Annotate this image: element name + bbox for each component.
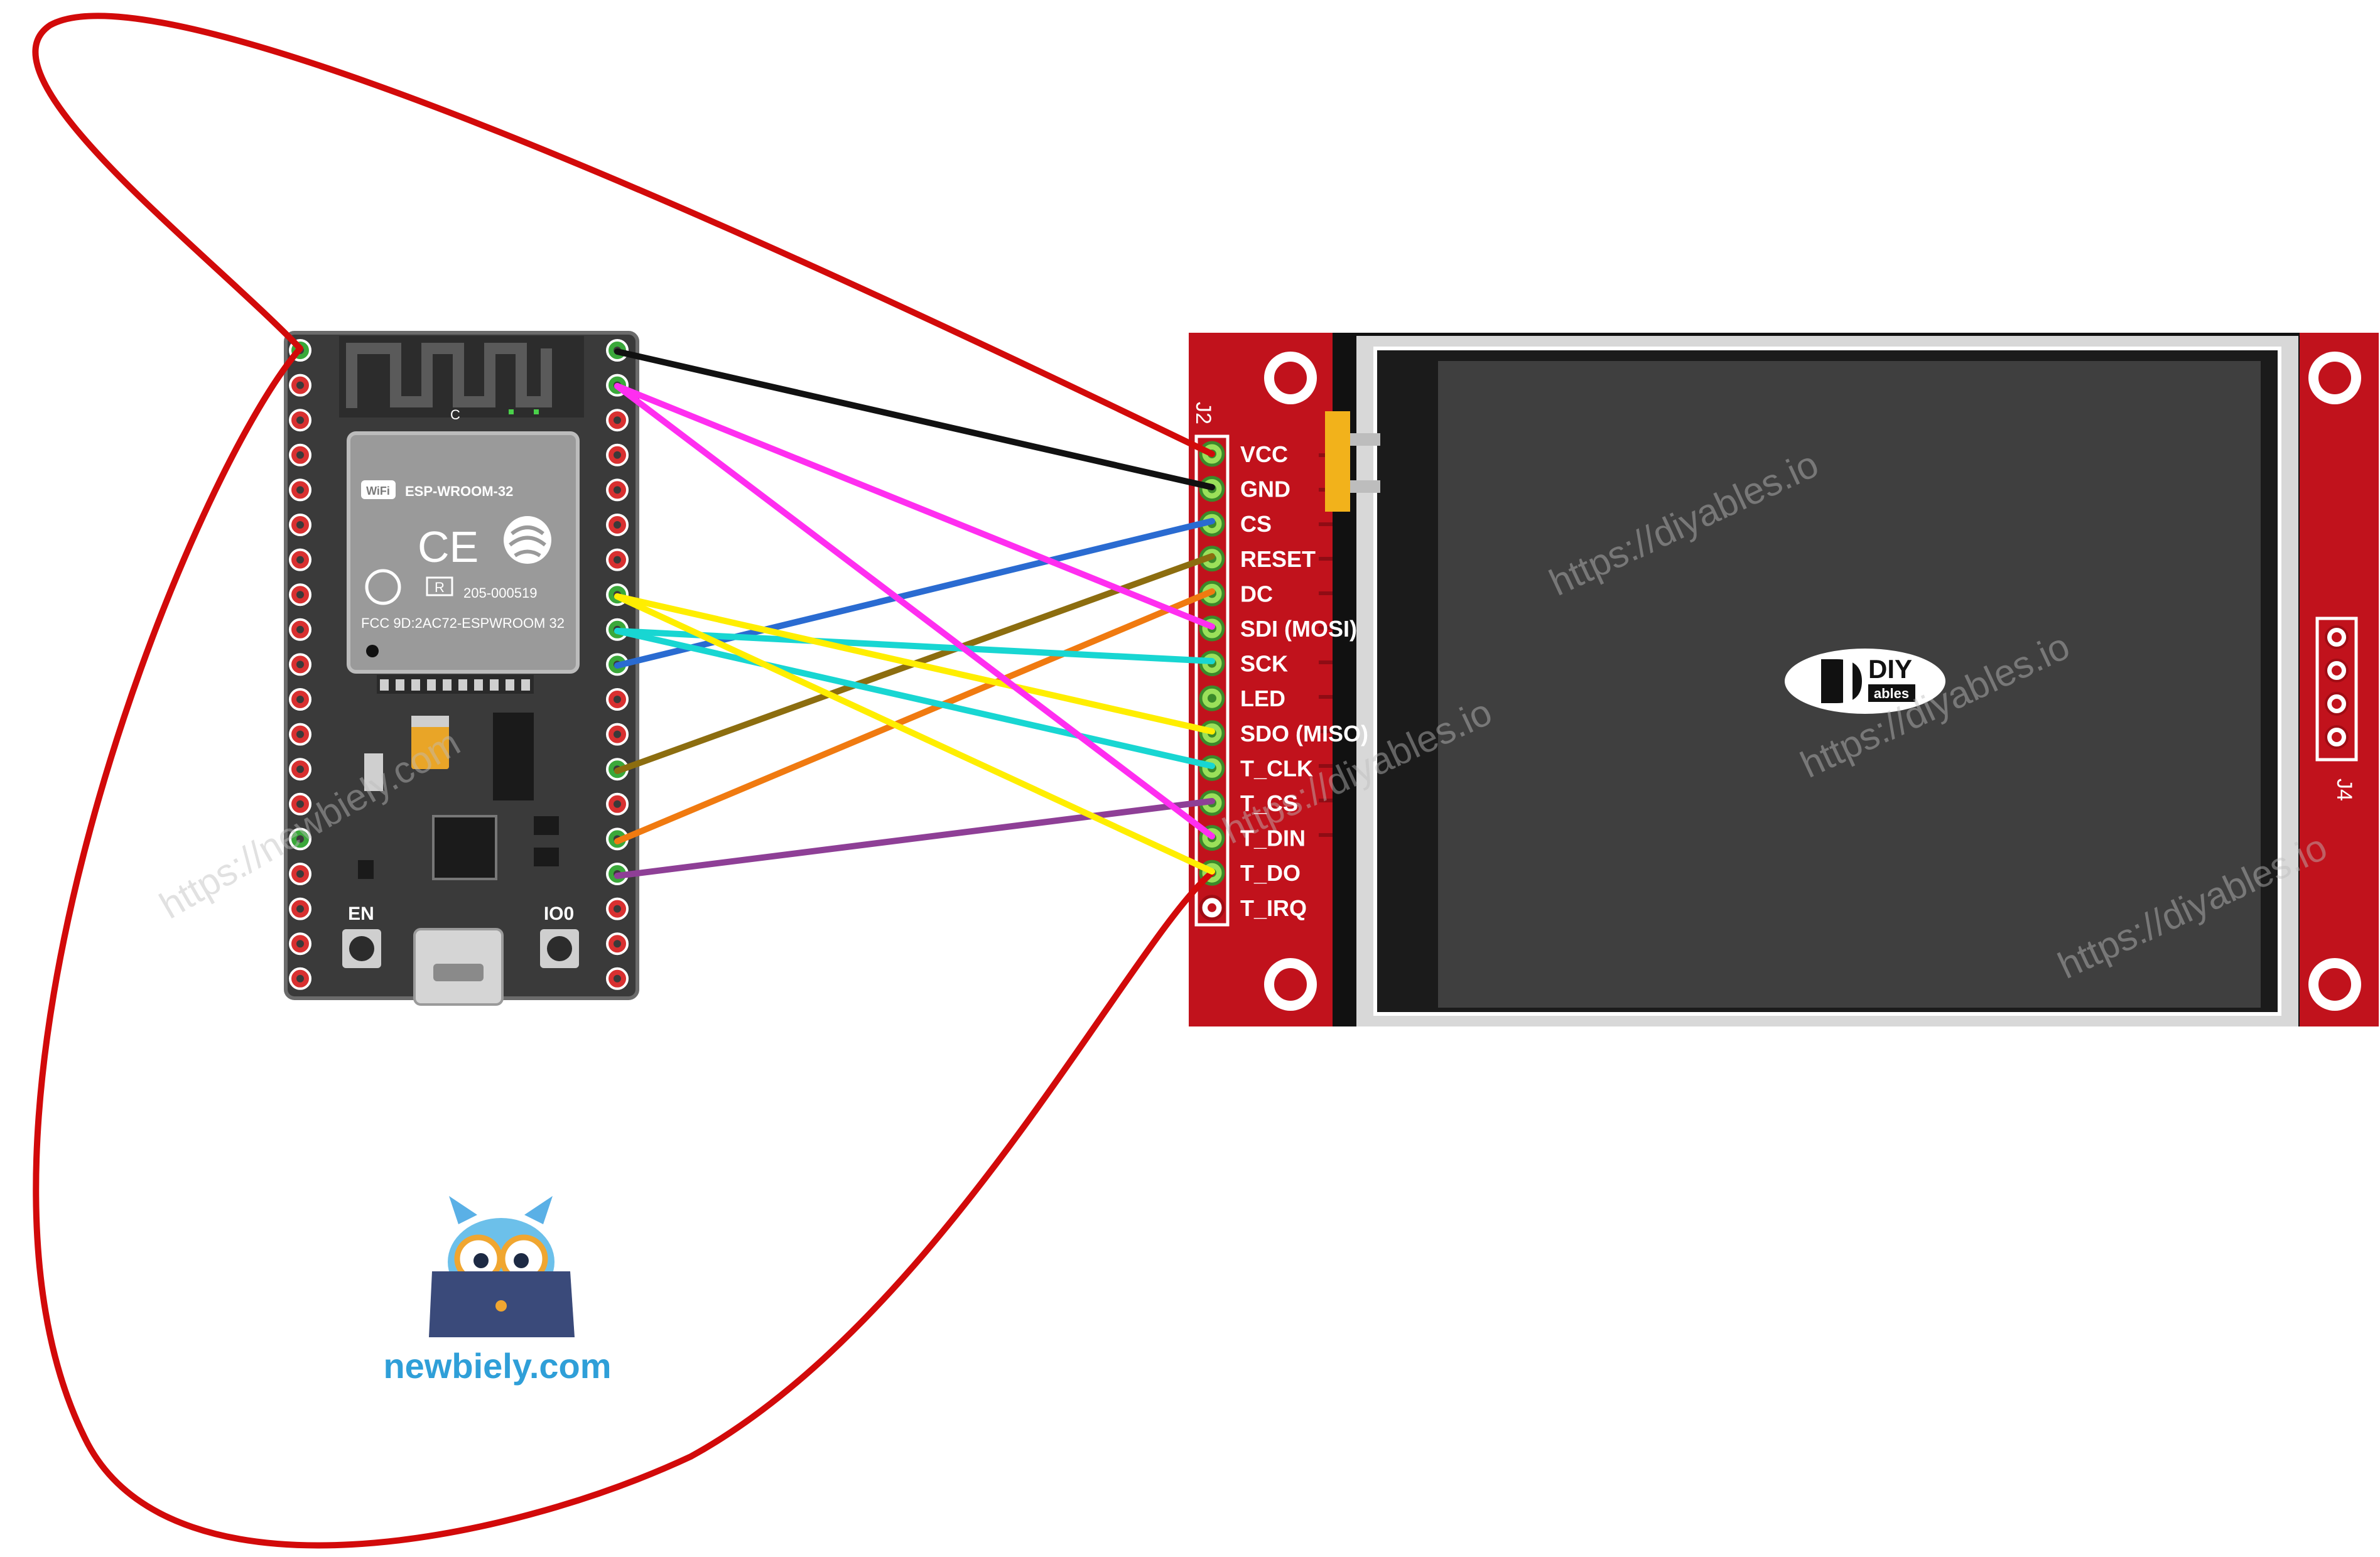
logo-bottom: ables	[1874, 686, 1909, 701]
esp32-pin-hole	[614, 556, 621, 564]
en-label: EN	[348, 903, 374, 924]
esp32-pin-hole	[296, 521, 304, 529]
ce-mark: CE	[418, 522, 479, 571]
owl-ear-icon	[524, 1196, 553, 1224]
tft-pin-label: CS	[1240, 511, 1272, 537]
tft-pin-label: T_DIN	[1240, 826, 1306, 851]
esp32-pin-hole	[614, 451, 621, 459]
j2-label: J2	[1191, 402, 1215, 424]
esp32-pin-hole	[614, 696, 621, 703]
tft-pin-label: SDO (MISO)	[1240, 721, 1368, 746]
dc-wire[interactable]	[614, 588, 1215, 844]
newbiely-logo: newbiely.com	[383, 1196, 612, 1386]
diyables-logo: DIY ables	[1785, 649, 1945, 714]
sdo-wire[interactable]	[614, 593, 1215, 735]
cert-logo-icon	[365, 569, 401, 605]
t-do-wire[interactable]	[614, 593, 1215, 875]
esp32-pin-hole	[296, 835, 304, 843]
sck-wire[interactable]	[614, 628, 1215, 664]
owl-ear-icon	[449, 1196, 477, 1224]
esp32-pin-hole	[296, 905, 304, 913]
esp32-board: C WiFi ESP-WROOM-32 CE R 205-000519 FCC …	[153, 331, 639, 1006]
esp32-pin-hole	[296, 870, 304, 878]
tft-pin-label: DC	[1240, 581, 1273, 606]
esp32-pin-hole	[296, 765, 304, 773]
wifi-logo-text: WiFi	[366, 485, 390, 497]
esp32-pin-hole	[614, 905, 621, 913]
cert-number: 205-000519	[463, 585, 537, 601]
logo-top: DIY	[1868, 654, 1912, 684]
esp32-pin-hole	[296, 416, 304, 424]
wifi-logo-icon	[361, 480, 396, 499]
esp32-pin-hole	[614, 486, 621, 494]
t-din-wire[interactable]	[614, 383, 1215, 839]
wires	[32, 13, 1215, 1549]
module-name: ESP-WROOM-32	[405, 483, 513, 499]
tft-display-module: J2 J4 DIY ables	[1189, 333, 2379, 1026]
esp32-pin-hole	[614, 730, 621, 738]
antenna-mark: C	[450, 407, 460, 423]
tft-pin-hole	[1208, 903, 1216, 912]
gnd-wire[interactable]	[614, 348, 1215, 490]
tft-pin-hole	[1208, 694, 1216, 703]
tft-pin-label: T_DO	[1240, 860, 1301, 886]
t-clk-wire[interactable]	[614, 628, 1215, 769]
io0-label: IO0	[544, 903, 574, 924]
esp32-pin-hole	[296, 696, 304, 703]
esp32-pin-hole	[296, 451, 304, 459]
smd-components	[358, 675, 559, 880]
t-cs-wire[interactable]	[614, 798, 1215, 879]
tft-pin-label: RESET	[1240, 546, 1316, 572]
esp32-pin-hole	[614, 974, 621, 983]
esp32-pin-hole	[296, 591, 304, 599]
esp-wroom-module	[347, 431, 580, 674]
esp32-pin-hole	[614, 800, 621, 808]
antenna-trace	[346, 343, 552, 408]
fcc-id: FCC 9D:2AC72-ESPWROOM 32	[361, 615, 565, 631]
vcc-wire[interactable]	[32, 13, 1215, 1549]
esp32-pin-hole	[614, 940, 621, 948]
esp32-pin-hole	[296, 556, 304, 564]
esp32-pin-hole	[296, 381, 304, 389]
esp32-pin-hole	[296, 486, 304, 494]
j4-label: J4	[2332, 778, 2356, 801]
esp32-pin-hole	[614, 416, 621, 424]
esp32-pin-hole	[296, 625, 304, 633]
tft-pin-label: GND	[1240, 477, 1290, 502]
tft-pin-label: T_IRQ	[1240, 895, 1307, 921]
sdi-wire[interactable]	[614, 383, 1215, 630]
r-mark: R	[435, 579, 445, 595]
tft-pin-label: T_CS	[1240, 790, 1298, 816]
esp32-pin-hole	[614, 521, 621, 529]
esp32-pin-hole	[296, 800, 304, 808]
j2-header	[1194, 434, 1230, 927]
esp32-pin-hole	[296, 974, 304, 983]
esp32-pin-hole	[296, 660, 304, 669]
flex-cable	[1325, 411, 1350, 512]
tft-pin-labels: VCC GND CS RESET DC SDI (MOSI) SCK LED SDO (MISO…	[1240, 441, 1368, 921]
tft-pin-label: T_CLK	[1240, 755, 1313, 781]
esp32-pin-hole	[296, 940, 304, 948]
esp32-left-header	[289, 339, 311, 990]
tft-pin-label: VCC	[1240, 441, 1288, 467]
tft-pin-label: LED	[1240, 686, 1285, 711]
espressif-logo-icon	[504, 516, 551, 564]
tft-pin-label: SDI (MOSI)	[1240, 616, 1357, 642]
tft-pin-label: SCK	[1240, 651, 1288, 677]
brand-name: newbiely.com	[383, 1346, 611, 1386]
esp32-pin-hole	[296, 730, 304, 738]
